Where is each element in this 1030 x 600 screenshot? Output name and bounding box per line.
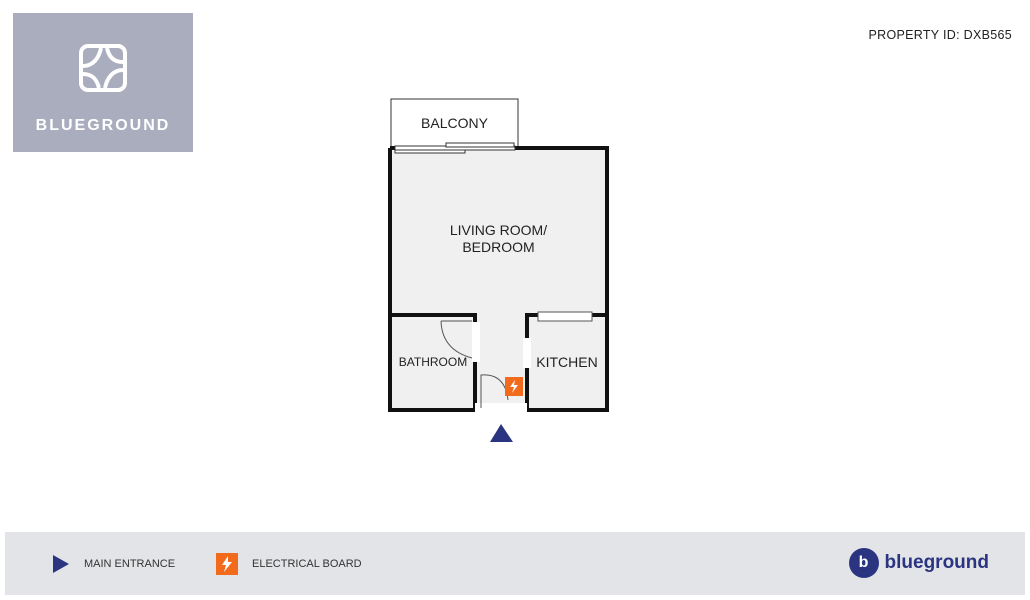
blueground-logo-box: BLUEGROUND	[13, 13, 193, 152]
kitchen-opening	[523, 338, 531, 368]
living-room-label-line1: LIVING ROOM/	[449, 222, 548, 238]
living-room-label: LIVING ROOM/ BEDROOM	[390, 222, 607, 256]
balcony-area	[390, 98, 519, 149]
blueground-logo-icon	[79, 44, 127, 92]
balcony-sliding-door	[394, 142, 516, 154]
legend-electrical-board: ELECTRICAL BOARD	[216, 532, 362, 595]
electrical-board-legend-icon	[216, 552, 238, 575]
legend-electrical-board-label: ELECTRICAL BOARD	[252, 557, 362, 570]
blueground-brand: b blueground	[848, 548, 989, 578]
bathroom-door-swing	[440, 320, 473, 359]
main-entrance-arrow-icon	[490, 424, 513, 442]
property-id: PROPERTY ID: DXB565	[868, 28, 1012, 42]
entrance-door-gap	[475, 403, 527, 412]
bathroom-label: BATHROOM	[398, 355, 468, 369]
kitchen-label: KITCHEN	[536, 354, 598, 370]
living-room-floor	[390, 148, 607, 410]
outer-walls	[388, 146, 609, 412]
balcony-label: BALCONY	[421, 115, 488, 131]
bathroom-walls	[390, 313, 477, 410]
legend-main-entrance-label: MAIN ENTRANCE	[84, 557, 176, 570]
kitchen-window	[537, 311, 593, 322]
legend-footer: MAIN ENTRANCE ELECTRICAL BOARD b bluegro…	[5, 532, 1025, 595]
main-entrance-legend-icon	[53, 554, 69, 573]
living-room-label-line2: BEDROOM	[462, 239, 535, 255]
legend-main-entrance: MAIN ENTRANCE	[52, 532, 175, 595]
bathroom-door-gap	[472, 322, 480, 362]
blueground-brand-text: blueground	[884, 552, 989, 573]
floor-plan	[388, 98, 609, 442]
blueground-brand-icon: b	[848, 548, 879, 578]
logo-text: BLUEGROUND	[35, 117, 171, 134]
